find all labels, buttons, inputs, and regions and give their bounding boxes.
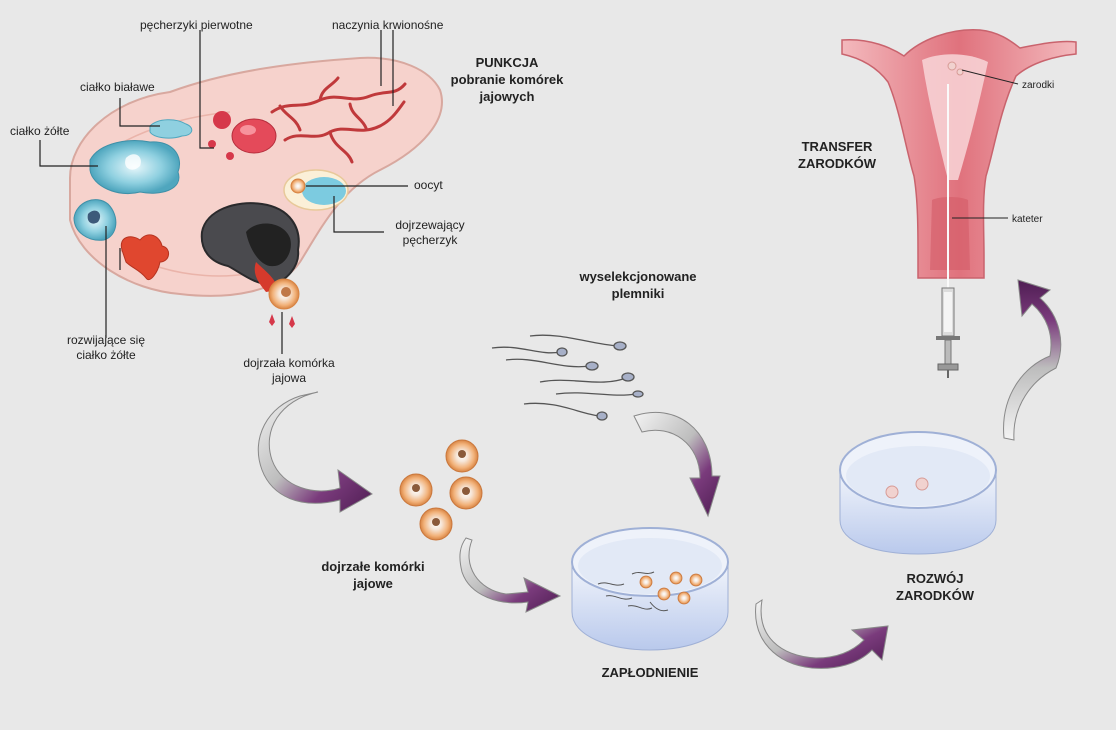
label-puncture-line3: jajowych: [479, 89, 535, 104]
label-maturing-follicle-line2: pęcherzyk: [402, 233, 458, 247]
label-corpus-luteum: ciałko żółte: [10, 124, 70, 138]
label-transfer-line1: TRANSFER: [801, 139, 873, 154]
leader-lines-uterus: [952, 69, 1019, 219]
label-primordial-follicles: pęcherzyki pierwotne: [140, 18, 253, 32]
arrow-sperm-to-dish: [633, 411, 721, 518]
developing-corpus-luteum-blue: [73, 199, 117, 241]
label-fertilization: ZAPŁODNIENIE: [601, 665, 699, 680]
label-sperm-line2: plemniki: [611, 286, 665, 301]
corpus-luteum-shape: [89, 140, 180, 194]
label-mature-eggs-line2: jajowe: [353, 576, 393, 591]
arrow-ovary-to-eggs: [257, 391, 373, 513]
label-mature-egg-line1: dojrzała komórka: [243, 356, 335, 370]
egg-4: [419, 507, 453, 541]
label-embryo-transfer: TRANSFER ZARODKÓW: [782, 138, 892, 172]
label-catheter: kateter: [1012, 214, 1043, 225]
egg-3: [449, 476, 483, 510]
label-embryos: zarodki: [1022, 80, 1055, 91]
label-developing-cl-line1: rozwijające się: [66, 333, 146, 347]
developing-corpus-luteum-red: [120, 234, 169, 280]
label-embryo-development: ROZWÓJ ZARODKÓW: [880, 570, 990, 604]
label-maturing-follicle: dojrzewający pęcherzyk: [388, 218, 472, 248]
label-puncture-line1: PUNKCJA: [475, 55, 539, 70]
label-maturing-follicle-line1: dojrzewający: [395, 218, 465, 232]
development-dish: [839, 431, 997, 555]
maturing-follicle-shape: [283, 169, 349, 211]
label-mature-eggs-line1: dojrzałe komórki: [321, 559, 425, 574]
fertilization-dish: [571, 527, 729, 651]
egg-1: [445, 439, 479, 473]
corpus-albicans-shape: [149, 119, 193, 139]
label-mature-egg: dojrzała komórka jajowa: [236, 356, 342, 386]
label-selected-sperm: wyselekcjonowane plemniki: [568, 268, 708, 302]
label-developing-cl-line2: ciałko żółte: [76, 348, 136, 362]
label-sperm-line1: wyselekcjonowane: [579, 269, 697, 284]
leader-lines-ovary: [39, 30, 408, 354]
label-transfer-line2: ZARODKÓW: [798, 156, 876, 171]
arrow-development-to-transfer: [1003, 279, 1062, 441]
label-development-line2: ZARODKÓW: [896, 588, 974, 603]
label-puncture-line2: pobranie komórek: [450, 72, 564, 87]
arrow-dish-to-development: [755, 598, 889, 669]
released-egg: [268, 278, 300, 328]
label-mature-eggs: dojrzałe komórki jajowe: [310, 558, 436, 592]
label-oocyte: oocyt: [414, 178, 443, 192]
label-development-line1: ROZWÓJ: [906, 571, 964, 586]
blood-vessels: [270, 76, 407, 164]
label-blood-vessels: naczynia krwionośne: [332, 18, 444, 32]
syringe: [936, 287, 960, 378]
label-developing-corpus-luteum: rozwijające się ciałko żółte: [56, 333, 156, 363]
arrow-eggs-to-dish: [459, 537, 562, 613]
sperm-group: [491, 334, 644, 421]
label-mature-egg-line2: jajowa: [271, 371, 307, 385]
uterus: [841, 29, 1077, 288]
label-puncture: PUNKCJA pobranie komórek jajowych: [440, 54, 574, 105]
mature-eggs-group: [399, 439, 483, 541]
primordial-follicles-shape: [208, 111, 277, 160]
label-corpus-albicans: ciałko białawe: [80, 80, 155, 94]
egg-2: [399, 473, 433, 507]
